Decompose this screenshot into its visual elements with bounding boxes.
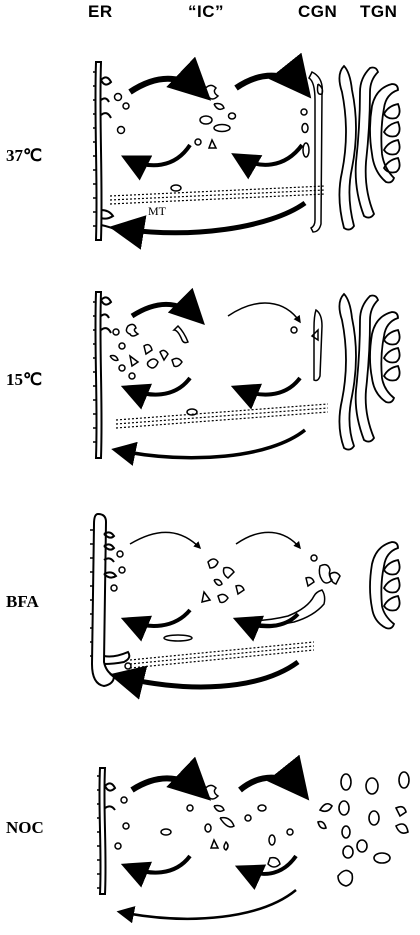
arrow-long-retrograde-37c [116,203,305,233]
er-vesicles-noc [115,797,129,849]
arrow-anterograde-ic-cgn-bfa [236,532,300,548]
microtubule-tracks-15c [116,404,328,428]
er-membrane [93,292,111,458]
arrow-anterograde-er-ic-bfa [130,532,200,548]
ic-clusters-15c [110,324,188,379]
arrow-anterograde-ic-cgn-noc [240,778,304,794]
arrow-retrograde-ic-er-noc [126,856,190,873]
golgi-fragments-noc [318,772,409,886]
arrow-retrograde-cgn-ic-37c [236,145,302,165]
er-membrane-bfa [90,514,129,686]
er-vesicles-bfa [111,551,131,681]
panel-noc [97,768,409,919]
arrow-long-retrograde-15c [116,430,305,458]
arrow-retrograde-ic-er-bfa [126,610,190,626]
microtubule-tracks-37c [110,186,325,204]
er-membrane-noc [97,768,115,894]
arrow-anterograde-er-ic [130,79,205,95]
arrow-long-retrograde-noc [120,890,296,919]
cgn-fused-bfa [244,555,340,625]
er-membrane [93,62,119,240]
golgi-stack-37c [339,66,399,230]
arrow-retrograde-cgn-ic-15c [236,378,300,395]
transport-carrier [171,185,181,191]
golgi-stack-15c [339,294,399,450]
microtubule-label: MT [148,204,167,218]
microtubule-tracks-bfa [130,642,314,668]
ic-clusters-noc [161,785,293,867]
cgn-elements-15c [291,310,322,381]
arrow-retrograde-ic-er-37c [126,145,190,165]
arrow-anterograde-er-ic-15c [132,304,200,320]
transport-carrier [164,635,192,641]
panel-15c [93,292,400,458]
cgn-elements [301,72,323,232]
arrow-long-retrograde-bfa [116,662,298,687]
arrow-anterograde-er-ic-noc [132,778,205,795]
panel-bfa [90,514,400,687]
tgn-bfa [370,542,400,629]
arrow-retrograde-ic-er-15c [126,378,190,395]
arrow-anterograde-ic-cgn [236,76,306,92]
ic-clusters-bfa [202,559,244,603]
er-vesicles [115,94,130,134]
panel-37c [93,62,400,240]
arrow-anterograde-ic-cgn-15c [228,303,300,322]
